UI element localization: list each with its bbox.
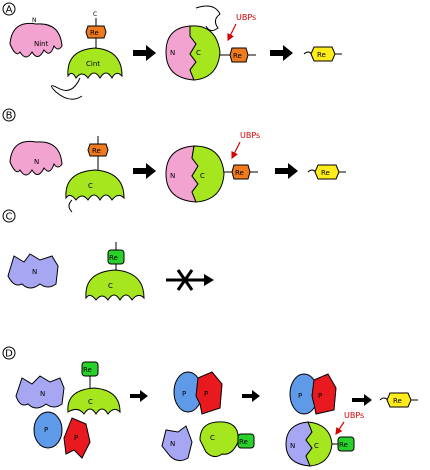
svg-text:Re: Re [321,169,330,177]
svg-text:Re: Re [83,366,92,374]
svg-text:C: C [88,398,93,406]
n-intein-shape [9,22,63,58]
linker-icon [51,77,83,100]
svg-text:C: C [210,434,215,442]
c-terminus-label: C [93,11,97,18]
panel-b: B N C Re N C Re UBPs Re [2,108,346,213]
ubps-label: UBPs [240,131,260,140]
panel-c: C N C Re [2,209,214,301]
svg-text:Re: Re [233,52,242,60]
n-intein-label: Nint [34,40,49,48]
c-intein-label: Cint [86,60,100,68]
svg-text:P: P [318,392,322,400]
panel-d: D N C Re P P P P N C Re P P N [2,346,418,467]
svg-text:N: N [170,172,175,180]
svg-text:N: N [170,49,175,57]
block-arrow-icon [130,390,148,402]
svg-text:N: N [34,158,39,166]
spliced-complex: N C Re [165,5,256,81]
svg-text:Re: Re [317,51,326,59]
svg-text:C: C [196,49,201,57]
c-intein-shape [67,47,123,80]
block-arrow-icon [133,45,156,61]
panel-a-label: A [6,5,13,16]
free-reporter-shape [310,46,336,62]
svg-text:C: C [200,172,205,180]
svg-text:N: N [32,268,37,276]
svg-text:C: C [108,282,113,290]
ubps-label: UBPs [344,411,364,420]
svg-text:N: N [40,390,45,398]
block-arrow-icon [270,45,293,61]
svg-text:C: C [88,182,93,190]
svg-text:P: P [74,434,78,442]
reporter-label: Re [90,29,99,37]
svg-text:Re: Re [92,147,101,155]
svg-text:P: P [298,392,302,400]
crossed-arrow-icon [166,269,214,291]
ubps-label: UBPs [236,13,256,22]
panel-b-label: B [6,111,13,122]
red-arrow-icon [227,23,237,42]
svg-text:Re: Re [109,254,118,262]
block-arrow-icon [242,390,260,402]
svg-text:Re: Re [393,397,402,405]
n-intein-blue-shape [7,253,59,289]
svg-text:Re: Re [239,438,248,446]
svg-text:P: P [204,390,208,398]
svg-text:Re: Re [339,441,348,449]
svg-text:C: C [314,442,319,450]
panel-a: A Nint N Cint Re C N C Re UBPs [2,2,342,100]
reporter-shape [85,25,107,39]
svg-text:P: P [182,390,186,398]
panel-c-label: C [6,212,13,223]
panel-a-badge [2,2,16,16]
svg-text:Re: Re [235,169,244,177]
svg-text:N: N [290,442,295,450]
block-arrow-icon [352,394,372,406]
n-terminus-label: N [32,17,37,24]
p-domain-label: P [44,426,48,434]
block-arrow-icon [133,163,156,179]
panel-d-label: D [5,349,13,360]
block-arrow-icon [275,163,298,179]
svg-text:N: N [170,440,175,448]
